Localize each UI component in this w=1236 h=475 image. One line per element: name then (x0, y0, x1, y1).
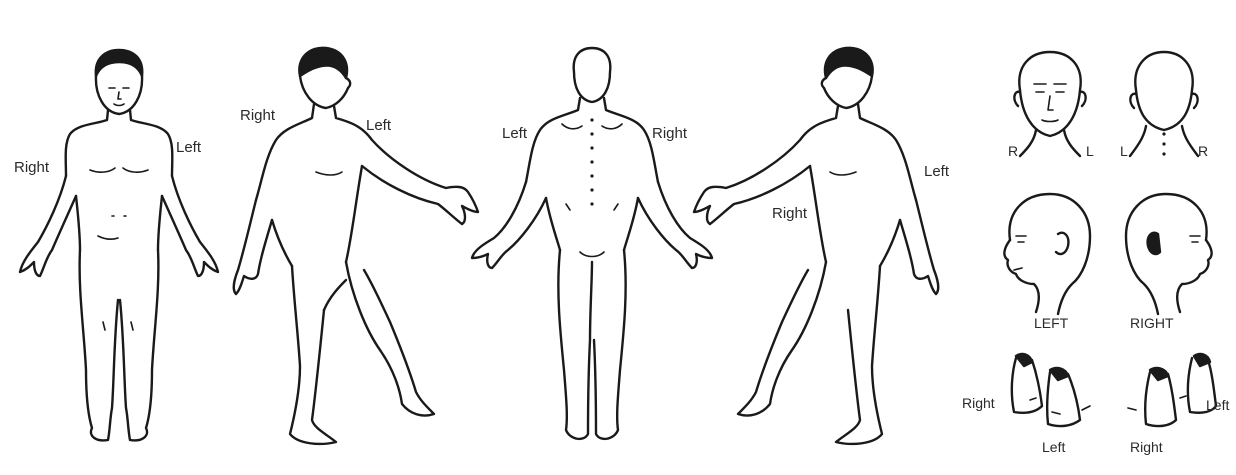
feet-left-pair (1012, 354, 1090, 426)
head-right-profile (1126, 194, 1212, 314)
side-left-left-label: Left (366, 117, 392, 134)
side-right-left-label: Left (924, 163, 950, 180)
figure-back (472, 48, 712, 439)
head-front-face (1014, 52, 1085, 156)
face-r-label: R (1008, 143, 1018, 159)
head-back (1130, 52, 1198, 156)
feet-left-pair-right-label: Right (962, 395, 995, 411)
back-head-r-label: R (1198, 143, 1208, 159)
feet-right-pair (1128, 354, 1216, 426)
right-profile-label: RIGHT (1130, 315, 1174, 331)
feet-left-pair-left-label: Left (1042, 439, 1065, 455)
face-l-label: L (1086, 143, 1094, 159)
back-head-l-label: L (1120, 143, 1128, 159)
figure-front (20, 50, 218, 440)
back-right-label: Right (652, 125, 688, 142)
side-left-right-label: Right (240, 107, 276, 124)
front-right-label: Right (14, 159, 50, 176)
left-profile-label: LEFT (1034, 315, 1069, 331)
back-left-label: Left (502, 125, 528, 142)
side-right-right-label: Right (772, 205, 808, 222)
feet-right-pair-right-label: Right (1130, 439, 1163, 455)
head-left-profile (1004, 194, 1090, 314)
front-left-label: Left (176, 139, 202, 156)
figure-side-right (694, 48, 938, 444)
feet-right-pair-left-label: Left (1206, 397, 1229, 413)
